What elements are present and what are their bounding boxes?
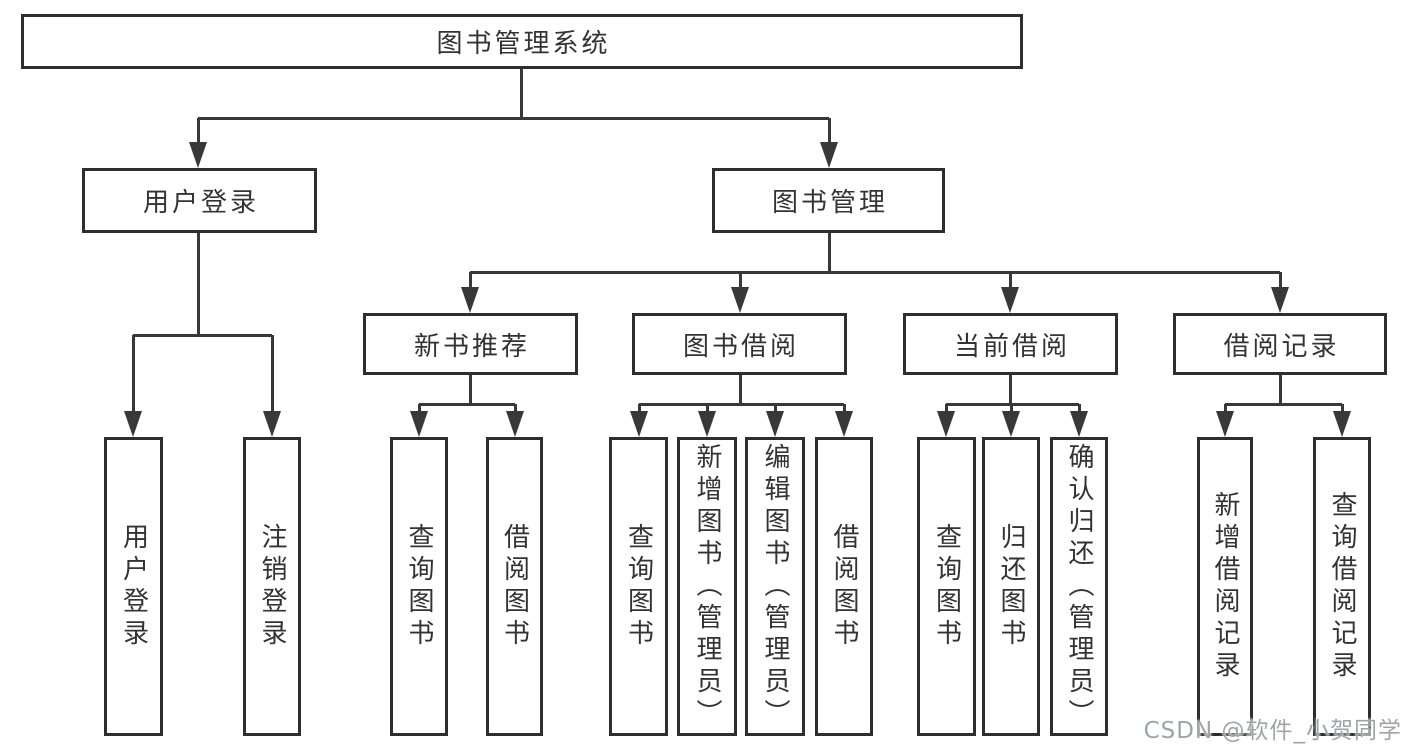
connector-line [198, 117, 829, 120]
node-label: 新增借阅记录 [1210, 490, 1240, 683]
arrow-down-icon [1333, 411, 1351, 437]
connector-arrow-shaft [1009, 272, 1012, 287]
connector-line [1225, 403, 1342, 406]
connector-line [739, 375, 742, 405]
node-label: 借阅图书 [499, 522, 530, 651]
arrow-down-icon [1070, 411, 1088, 437]
connector-line [1009, 375, 1012, 405]
node-label: 图书管理系统 [436, 29, 611, 59]
node-leaf-edit-books-admin: 编辑图书（管理员） [745, 437, 805, 736]
connector-arrow-shaft [1279, 272, 1282, 287]
node-leaf-query-books-current: 查询图书 [917, 437, 976, 736]
connector-arrow-shaft [945, 404, 948, 411]
node-book-borrow: 图书借阅 [632, 313, 847, 375]
connector-line [470, 271, 1280, 274]
node-label: 确认归还（管理员） [1064, 442, 1094, 731]
arrow-down-icon [937, 411, 955, 437]
node-leaf-add-books-admin: 新增图书（管理员） [677, 437, 737, 736]
arrow-down-icon [1271, 287, 1289, 313]
node-leaf-query-books-borrow: 查询图书 [609, 437, 668, 736]
node-borrow-records: 借阅记录 [1173, 313, 1387, 375]
node-label: 图书借阅 [682, 331, 799, 362]
node-leaf-add-borrow-record: 新增借阅记录 [1197, 437, 1253, 736]
node-label: 查询借阅记录 [1327, 490, 1357, 683]
node-leaf-logout: 注销登录 [243, 437, 301, 736]
arrow-down-icon [835, 411, 853, 437]
node-label: 编辑图书（管理员） [760, 442, 790, 731]
connector-arrow-shaft [1341, 404, 1344, 411]
node-label: 查询图书 [623, 522, 654, 651]
connector-arrow-shaft [197, 118, 200, 142]
arrow-down-icon [263, 411, 281, 437]
connector-arrow-shaft [1078, 404, 1081, 411]
node-label: 归还图书 [996, 522, 1026, 651]
connector-arrow-shaft [739, 272, 742, 287]
arrow-down-icon [1002, 411, 1020, 437]
arrow-down-icon [461, 287, 479, 313]
connector-line [419, 403, 515, 406]
connector-line [133, 334, 272, 337]
arrow-down-icon [410, 411, 428, 437]
connector-arrow-shaft [1010, 404, 1013, 411]
node-leaf-user-login: 用户登录 [104, 437, 163, 736]
arrow-down-icon [731, 287, 749, 313]
connector-arrow-shaft [418, 404, 421, 411]
node-leaf-return-books: 归还图书 [982, 437, 1040, 736]
connector-line [639, 403, 844, 406]
node-new-book-recommend: 新书推荐 [363, 313, 578, 375]
connector-arrow-shaft [843, 404, 846, 411]
connector-arrow-shaft [828, 118, 831, 142]
node-root: 图书管理系统 [21, 14, 1023, 69]
arrow-down-icon [1001, 287, 1019, 313]
connector-line [1279, 375, 1282, 405]
node-leaf-query-borrow-record: 查询借阅记录 [1313, 437, 1371, 736]
node-label: 图书管理 [771, 188, 888, 218]
connector-arrow-shaft [469, 272, 472, 287]
arrow-down-icon [630, 411, 648, 437]
connector-arrow-shaft [1224, 404, 1227, 411]
csdn-watermark: CSDN @软件_小贺同学 [1143, 718, 1402, 744]
connector-arrow-shaft [271, 335, 274, 411]
arrow-down-icon [698, 411, 716, 437]
connector-arrow-shaft [638, 404, 641, 411]
node-user-login: 用户登录 [82, 168, 317, 233]
connector-arrow-shaft [706, 404, 709, 411]
node-book-management: 图书管理 [712, 168, 945, 233]
node-label: 用户登录 [118, 522, 149, 651]
node-current-borrow: 当前借阅 [903, 313, 1118, 375]
connector-arrow-shaft [514, 404, 517, 411]
connector-arrow-shaft [132, 335, 135, 411]
connector-line [520, 69, 523, 118]
arrow-down-icon [189, 142, 207, 168]
connector-arrow-shaft [774, 404, 777, 411]
node-label: 当前借阅 [953, 331, 1070, 362]
arrow-down-icon [1216, 411, 1234, 437]
node-label: 新书推荐 [413, 331, 530, 362]
node-leaf-query-books-recommend: 查询图书 [390, 437, 448, 736]
arrow-down-icon [124, 411, 142, 437]
node-label: 借阅记录 [1223, 331, 1340, 362]
node-label: 注销登录 [257, 522, 287, 651]
node-label: 用户登录 [142, 188, 259, 218]
node-label: 新增图书（管理员） [692, 442, 722, 731]
arrow-down-icon [766, 411, 784, 437]
node-label: 查询图书 [931, 522, 962, 651]
node-label: 借阅图书 [829, 522, 859, 651]
connector-line [469, 375, 472, 405]
connector-line [828, 233, 831, 272]
node-leaf-borrow-books-recommend: 借阅图书 [486, 437, 543, 736]
node-label: 查询图书 [404, 522, 434, 651]
connector-line [197, 233, 200, 335]
arrow-down-icon [820, 142, 838, 168]
node-leaf-borrow-books: 借阅图书 [815, 437, 873, 736]
node-leaf-confirm-return-admin: 确认归还（管理员） [1050, 437, 1108, 736]
arrow-down-icon [506, 411, 524, 437]
